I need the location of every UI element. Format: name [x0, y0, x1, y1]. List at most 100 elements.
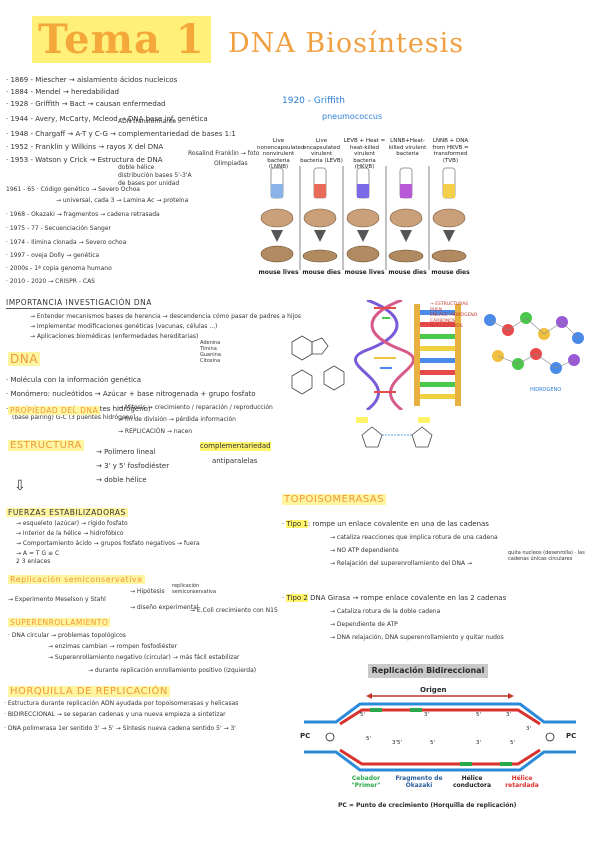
tipo1-label: Tipo 1	[286, 520, 308, 528]
watson-subnote: distribución bases 5'-3'A	[118, 172, 192, 179]
tipo1-item: → cataliza reacciones que implica rotura…	[330, 534, 498, 541]
griffith-illustration	[260, 166, 467, 270]
estructura-item: → Polímero lineal	[96, 448, 156, 456]
base-label: Timina	[200, 346, 217, 352]
3d-dna-model	[484, 312, 584, 374]
propiedad-item: → REPLICACIÓN → nacen	[118, 428, 193, 435]
timeline: · 1869 - Miescher → aislamiento ácidos n…	[6, 76, 236, 165]
pc-left-label: PC	[300, 732, 311, 740]
griffith-sublabel: pneumococcus	[322, 112, 383, 121]
griffith-outcome: mouse lives	[344, 269, 385, 276]
bases-list: Adenina Timina Guanina Citosina	[200, 340, 221, 364]
horquilla-heading-text: HORQUILLA DE REPLICACIÓN	[8, 686, 170, 697]
timeline-item: · 1884 - Mendel → heredabilidad	[6, 88, 119, 96]
importancia-list: → Entender mecanismos bases de herencia …	[30, 313, 301, 341]
timeline-item: · 1953 - Watson y Crick → Estructura de …	[6, 156, 163, 164]
timeline-item: · 2000s - 1ª copia genoma humano	[6, 265, 112, 272]
nucleotide-base-structures	[291, 335, 345, 395]
griffith-caption: LNNB + DNA from HKVB = transformed (TVB)	[432, 138, 469, 164]
griffith-caption: Live nonencapsulated nonvirulent bacteri…	[257, 138, 305, 170]
prime-label: 3'	[476, 740, 482, 746]
helix-notes: → ESTRUCTURAS PUEN ENLACE HIDRÓGENO CARB…	[430, 302, 477, 330]
timeline-item: · 1968 - Okazaki → fragmentos → cadena r…	[6, 211, 160, 218]
base-label: Guanina	[200, 352, 221, 358]
arrow-down-icon	[271, 230, 455, 242]
tipo2-text: DNA Girasa → rompe enlace covalente en l…	[310, 594, 507, 602]
horquilla-item: · DNA polimerasa 1er sentido 3' → 5' → S…	[4, 725, 236, 732]
meselson-line: → Experimento Meselson y Stahl	[8, 596, 106, 603]
replicacion-heading-text: Replicación semiconservativa	[8, 575, 145, 584]
hipotesis-label: → Hipótesis	[130, 588, 165, 595]
horquilla-item: · Estructura durante replicación ADN ayu…	[4, 700, 239, 707]
propiedad-item: → fin de división → pérdida información	[118, 416, 236, 423]
topoisomerasas-heading-text: TOPOISOMERASAS	[282, 494, 387, 505]
fuerzas-list: → esqueleto (azúcar) → rígido fosfato → …	[16, 520, 200, 566]
base-label: Citosina	[200, 358, 221, 364]
base-pairing-ladder	[414, 304, 461, 406]
fuerzas-heading: FUERZAS ESTABILIZADORAS	[6, 508, 128, 517]
importancia-item: → Entender mecanismos bases de herencia …	[30, 313, 302, 320]
replicacion-heading: Replicación semiconservativa	[8, 575, 145, 584]
down-arrow-icon: ⇩	[14, 478, 26, 494]
timeline-item: · 1974 - Ilimina clonada → Severo ochoa	[6, 239, 127, 246]
hidrogeno-label: HIDROGENO	[530, 387, 562, 393]
tipo1-list: → cataliza reacciones que implica rotura…	[330, 534, 498, 568]
superenrollamiento-item: → enzimas cambian → rompen fosfodiéster	[48, 643, 177, 650]
replication-title: Replicación Bidireccional	[368, 664, 488, 678]
griffith-outcome: mouse dies	[302, 269, 341, 276]
dna-line: (base pairing) G-C (3 puentes hidrógeno)	[12, 414, 136, 421]
prime-label: 3'	[506, 712, 512, 718]
timeline-item: · 2010 - 2020 → CRISPR - CAS	[6, 278, 95, 285]
prime-label: 5'	[430, 740, 436, 746]
note-line: replicación	[172, 583, 200, 589]
griffith-outcome: mouse dies	[388, 269, 427, 276]
fuerzas-heading-text: FUERZAS ESTABILIZADORAS	[6, 508, 128, 517]
topoisomerasas-heading: TOPOISOMERASAS	[282, 494, 387, 505]
dna-heading: DNA	[8, 352, 40, 366]
pc-right-label: PC	[566, 732, 577, 740]
timeline-item: · 1869 - Miescher → aislamiento ácidos n…	[6, 76, 178, 84]
helix-note: → ESTRUCTURAS	[430, 302, 469, 307]
griffith-figure: Live nonencapsulated nonvirulent bacteri…	[257, 138, 472, 278]
prime-label: 5'	[360, 712, 366, 718]
importancia-item: → Aplicaciones biomédicas (enfermedades …	[30, 333, 199, 340]
griffith-caption: LNNB+Heat-killed virulent bacteria	[388, 138, 427, 157]
tipo2-item: → Dependiente de ATP	[330, 621, 398, 628]
mouse-icon	[260, 208, 466, 228]
tipo2-item: → DNA relajación, DNA superenrollamiento…	[330, 634, 504, 641]
estructura-heading-text: ESTRUCTURA	[8, 440, 84, 451]
bacteria-tube	[270, 167, 456, 199]
griffith-outcome: mouse lives	[258, 269, 299, 276]
fuerzas-item: 2 3 enlaces	[16, 558, 51, 565]
antiparalelas-label: antiparalelas	[212, 457, 258, 465]
prime-label: 3'	[424, 712, 430, 718]
estructura-item: → 3' y 5' fosfodiéster	[96, 462, 170, 470]
tipo2-label: Tipo 2	[286, 594, 308, 602]
timeline-item: → universal, cada 3 → Lamina Ac → proteí…	[56, 197, 189, 204]
lagging-strand-label: Hélice retardada	[505, 775, 539, 789]
prime-label: 3'	[526, 726, 532, 732]
timeline-2: 1961 - 65 · Código genético → Severo Och…	[6, 186, 188, 286]
fuerzas-item: → A = T G ≡ C	[16, 550, 60, 557]
timeline-item: · 1948 - Chargaff → A-T y C-G → compleme…	[6, 130, 236, 138]
tipo2-list: → Cataliza rotura de la doble cadena → D…	[330, 608, 504, 642]
prime-label: 3'5'	[392, 740, 403, 746]
timeline-item: · 1997 - oveja Dolly → genética	[6, 252, 100, 259]
propiedad-heading: PROPIEDAD DEL DNA	[8, 406, 101, 415]
tipo2-line: · Tipo 2 DNA Girasa → rompe enlace coval…	[282, 594, 507, 602]
watson-subnote: de bases por unidad	[118, 180, 180, 187]
tipo1-line: · Tipo 1: rompe un enlace covalente en u…	[282, 520, 489, 528]
griffith-outcome: mouse dies	[431, 269, 470, 276]
replication-diagram: Replicación Bidireccional Origen PC PC 5…	[300, 664, 580, 816]
helix-note: CARBONOS	[430, 318, 456, 324]
note-line: semiconservativa	[172, 589, 217, 595]
horquilla-heading: HORQUILLA DE REPLICACIÓN	[8, 686, 170, 697]
tipo1-item: → NO ATP dependiente	[330, 547, 399, 554]
watson-subnote: doble hélice	[118, 164, 155, 171]
prime-label: 5'	[366, 736, 372, 742]
timeline-item: · 1944 - Avery, McCarty, Mcleod → DNA ba…	[6, 115, 208, 123]
estructura-heading: ESTRUCTURA	[8, 440, 84, 451]
fuerzas-item: → Interior de la hélice → hidrofóbico	[16, 530, 124, 537]
superenrollamiento-heading-text: SUPERENROLLAMIENTO	[8, 618, 111, 627]
complementariedad-label: complementariedad	[200, 442, 271, 451]
